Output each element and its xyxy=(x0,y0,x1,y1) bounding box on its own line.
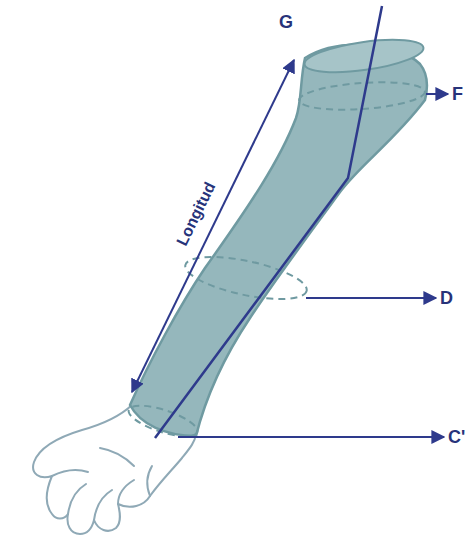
callout-letter: D xyxy=(440,289,453,307)
leader-line xyxy=(178,94,448,437)
end-label: G xyxy=(279,13,293,31)
measure-ring xyxy=(125,79,425,443)
length-line xyxy=(155,6,382,438)
compression-sleeve xyxy=(130,45,427,436)
callout-letter: C' xyxy=(448,428,465,446)
dimension-arrow xyxy=(132,60,294,392)
callout-letter: F xyxy=(452,85,463,103)
dimension-label: Longitud xyxy=(174,180,218,249)
